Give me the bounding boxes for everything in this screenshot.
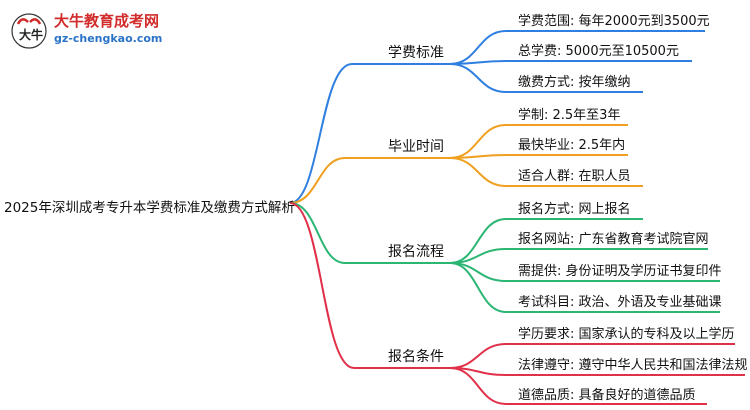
connector-b2-leaf-2 <box>449 154 628 159</box>
connector-b3-leaf-3 <box>449 262 720 282</box>
leaf-exam-subjects: 考试科目: 政治、外语及专业基础课 <box>518 295 722 310</box>
leaf-target-group: 适合人群: 在职人员 <box>518 169 631 184</box>
connector-b3-leaf-2 <box>449 248 708 264</box>
connector-b3-leaf-1 <box>449 218 643 264</box>
leaf-fastest-graduation: 最快毕业: 2.5年内 <box>518 138 626 153</box>
leaf-tuition-range: 学费范围: 每年2000元到3500元 <box>518 14 710 29</box>
connector-root-branch-1 <box>289 63 450 204</box>
leaf-education-requirement: 学历要求: 国家承认的专科及以上学历 <box>518 327 735 342</box>
leaf-total-tuition: 总学费: 5000元至10500元 <box>518 44 679 59</box>
logo-url: gz-chengkao.com <box>54 32 163 45</box>
logo-title: 大牛教育成考网 <box>54 12 160 30</box>
leaf-moral-character: 道德品质: 具备良好的道德品质 <box>518 388 696 403</box>
leaf-study-length: 学制: 2.5年至3年 <box>518 108 621 123</box>
connector-root-branch-4 <box>289 202 450 369</box>
branch-label-graduation-time: 毕业时间 <box>388 139 444 155</box>
leaf-payment-method: 缴费方式: 按年缴纳 <box>518 75 631 90</box>
site-logo[interactable]: 大牛 大牛教育成考网 gz-chengkao.com <box>8 8 188 52</box>
connector-root-branch-3 <box>289 202 450 264</box>
connector-b4-leaf-1 <box>449 343 735 369</box>
branch-label-tuition-standard: 学费标准 <box>388 45 444 61</box>
connector-root-branch-2 <box>289 157 450 204</box>
connector-b1-leaf-3 <box>449 63 643 93</box>
svg-text:大牛: 大牛 <box>19 27 43 42</box>
leaf-registration-method: 报名方式: 网上报名 <box>518 202 631 217</box>
branch-label-registration-requirements: 报名条件 <box>388 349 444 365</box>
leaf-legal-compliance: 法律遵守: 遵守中华人民共和国法律法规 <box>518 358 748 373</box>
branch-label-registration-process: 报名流程 <box>388 244 444 260</box>
connector-b2-leaf-1 <box>449 124 628 159</box>
connector-b1-leaf-2 <box>449 60 692 65</box>
connector-b2-leaf-3 <box>449 157 643 187</box>
connector-b3-leaf-4 <box>449 262 720 313</box>
leaf-registration-website: 报名网站: 广东省教育考试院官网 <box>518 232 709 247</box>
bull-logo-icon: 大牛 <box>11 13 47 49</box>
leaf-required-documents: 需提供: 身份证明及学历证书复印件 <box>518 264 722 279</box>
connector-b1-leaf-1 <box>449 30 705 65</box>
connector-b4-leaf-3 <box>449 367 707 405</box>
root-topic: 2025年深圳成考专升本学费标准及缴费方式解析 <box>4 200 295 216</box>
